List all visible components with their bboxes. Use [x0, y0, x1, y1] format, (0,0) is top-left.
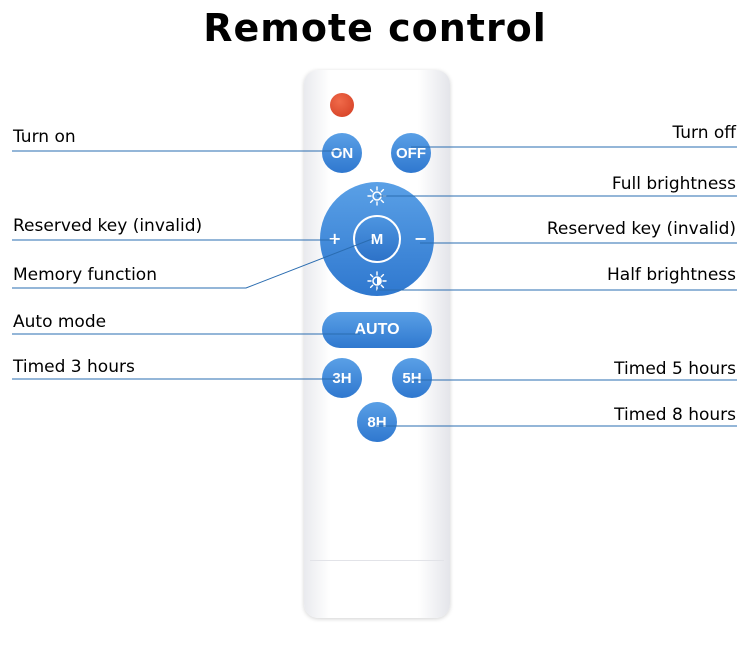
- label-full-brightness: Full brightness: [611, 174, 736, 194]
- label-turn-on: Turn on: [13, 127, 76, 147]
- leader-line-memory: [12, 238, 373, 289]
- label-reserved-key-left: Reserved key (invalid): [13, 216, 203, 236]
- auto-button[interactable]: AUTO: [322, 312, 432, 348]
- timer-5h-button[interactable]: 5H: [392, 358, 432, 398]
- on-button[interactable]: ON: [322, 133, 362, 173]
- half-brightness-icon[interactable]: [367, 271, 387, 291]
- remote-battery-cover-seam: [310, 560, 444, 561]
- label-auto-mode: Auto mode: [13, 312, 107, 332]
- label-turn-off: Turn off: [672, 123, 736, 143]
- timer-3h-button[interactable]: 3H: [322, 358, 362, 398]
- label-timed-3-hours: Timed 3 hours: [13, 357, 135, 377]
- page-title: Remote control: [203, 6, 547, 50]
- memory-button[interactable]: M: [353, 215, 401, 263]
- label-timed-8-hours: Timed 8 hours: [614, 405, 736, 425]
- label-memory-function: Memory function: [13, 265, 157, 285]
- off-button[interactable]: OFF: [391, 133, 431, 173]
- power-indicator-light: [330, 93, 354, 117]
- label-timed-5-hours: Timed 5 hours: [614, 359, 736, 379]
- reserved-plus-key[interactable]: +: [328, 229, 342, 248]
- label-half-brightness: Half brightness: [607, 265, 736, 285]
- label-reserved-key-right: Reserved key (invalid): [546, 219, 736, 239]
